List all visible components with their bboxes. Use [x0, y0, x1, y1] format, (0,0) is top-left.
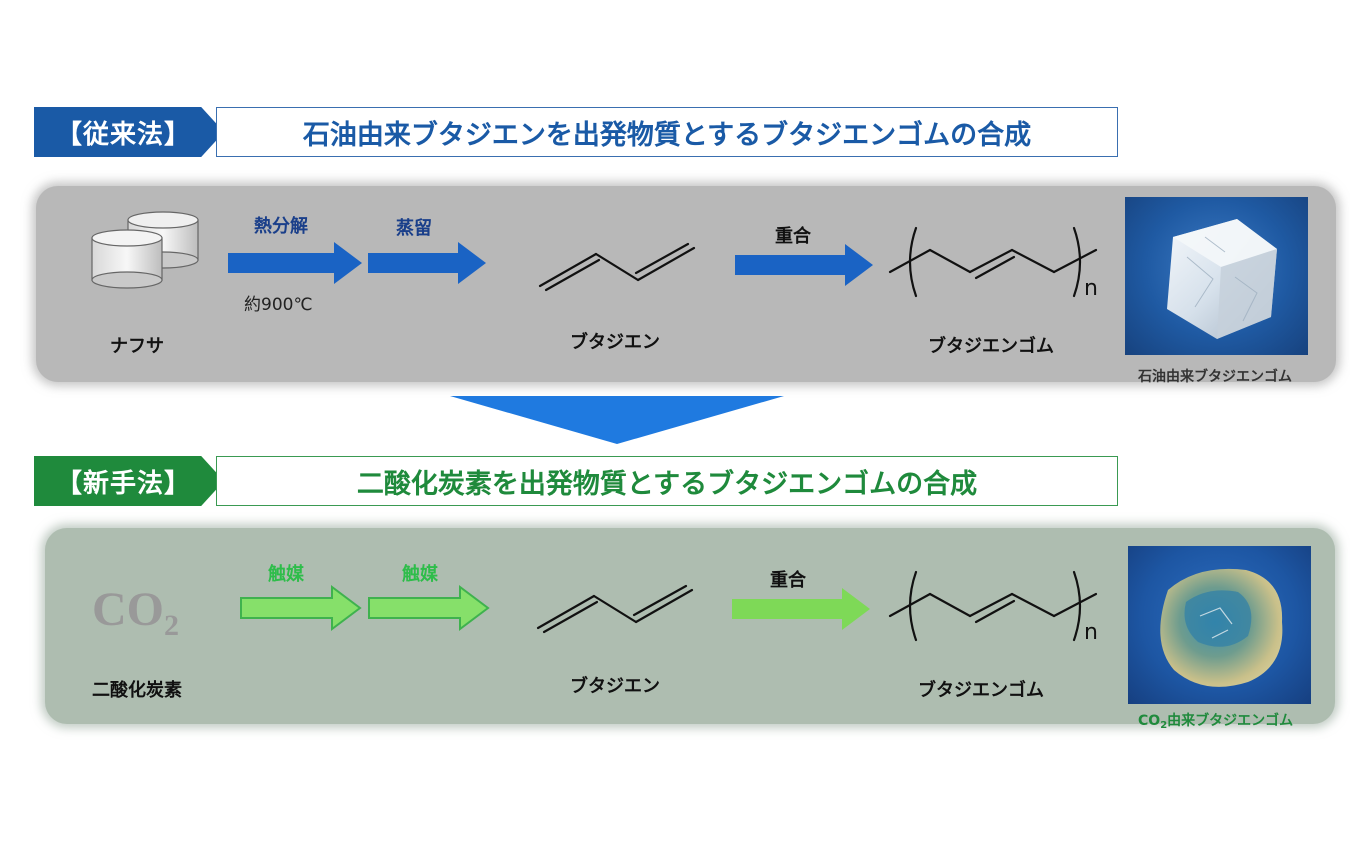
co2-rubber-caption-rest: 由来ブタジエンゴム — [1167, 713, 1294, 729]
catalyst-2-label: 触媒 — [402, 564, 438, 585]
co2-symbol-main: CO — [92, 583, 164, 636]
conventional-method-title: 石油由来ブタジエンを出発物質とするブタジエンゴムの合成 — [216, 107, 1118, 157]
naphtha-tank-icon — [91, 211, 199, 289]
polymerization-label-new: 重合 — [770, 570, 806, 591]
catalyst-2-arrow — [368, 585, 490, 631]
carbon-dioxide-label: 二酸化炭素 — [92, 680, 182, 701]
co2-rubber-caption-sub: 2 — [1160, 720, 1168, 731]
pyrolysis-temperature: 約900℃ — [244, 295, 313, 315]
distillation-label: 蒸留 — [396, 218, 432, 239]
co2-symbol: CO2 — [92, 583, 179, 641]
naphtha-label: ナフサ — [110, 336, 164, 357]
polymer-repeat-subscript-new: n — [1084, 620, 1098, 645]
polybutadiene-structure — [888, 226, 1098, 298]
co2-symbol-sub: 2 — [164, 609, 179, 642]
co2-rubber-photo — [1128, 546, 1311, 704]
conventional-method-tag: 【従来法】 — [34, 107, 224, 157]
butadiene-structure-new — [536, 584, 694, 634]
new-method-title: 二酸化炭素を出発物質とするブタジエンゴムの合成 — [216, 456, 1118, 506]
catalyst-1-label: 触媒 — [268, 564, 304, 585]
conventional-method-tag-text: 【従来法】 — [56, 119, 192, 150]
polymerization-arrow — [735, 244, 873, 286]
catalyst-1-arrow — [240, 585, 362, 631]
amber-rubber-block-icon — [1160, 568, 1283, 687]
new-process-panel — [45, 528, 1335, 724]
co2-rubber-caption-main: CO — [1138, 713, 1161, 729]
co2-rubber-caption: CO2由来ブタジエンゴム — [1138, 710, 1294, 731]
butadiene-rubber-label-new: ブタジエンゴム — [918, 680, 1044, 701]
transition-down-arrow — [450, 396, 784, 444]
butadiene-structure — [538, 242, 696, 292]
new-method-tag-text: 【新手法】 — [56, 468, 192, 499]
new-method-title-text: 二酸化炭素を出発物質とするブタジエンゴムの合成 — [356, 468, 978, 500]
pyrolysis-label: 熱分解 — [254, 216, 308, 237]
pyrolysis-arrow — [228, 242, 362, 284]
conventional-method-title-text: 石油由来ブタジエンを出発物質とするブタジエンゴムの合成 — [302, 119, 1032, 151]
polymer-repeat-subscript: n — [1084, 276, 1098, 301]
petroleum-rubber-photo — [1125, 197, 1308, 355]
petroleum-rubber-caption: 石油由来ブタジエンゴム — [1138, 369, 1292, 385]
polymerization-label: 重合 — [775, 226, 811, 247]
clear-rubber-block-icon — [1167, 219, 1277, 339]
butadiene-label: ブタジエン — [570, 332, 660, 353]
conventional-process-panel — [36, 186, 1336, 382]
polymerization-arrow-new — [732, 588, 870, 630]
butadiene-rubber-label: ブタジエンゴム — [928, 336, 1054, 357]
distillation-arrow — [368, 242, 486, 284]
butadiene-label-new: ブタジエン — [570, 676, 660, 697]
polybutadiene-structure-new — [888, 570, 1098, 642]
new-method-tag: 【新手法】 — [34, 456, 224, 506]
